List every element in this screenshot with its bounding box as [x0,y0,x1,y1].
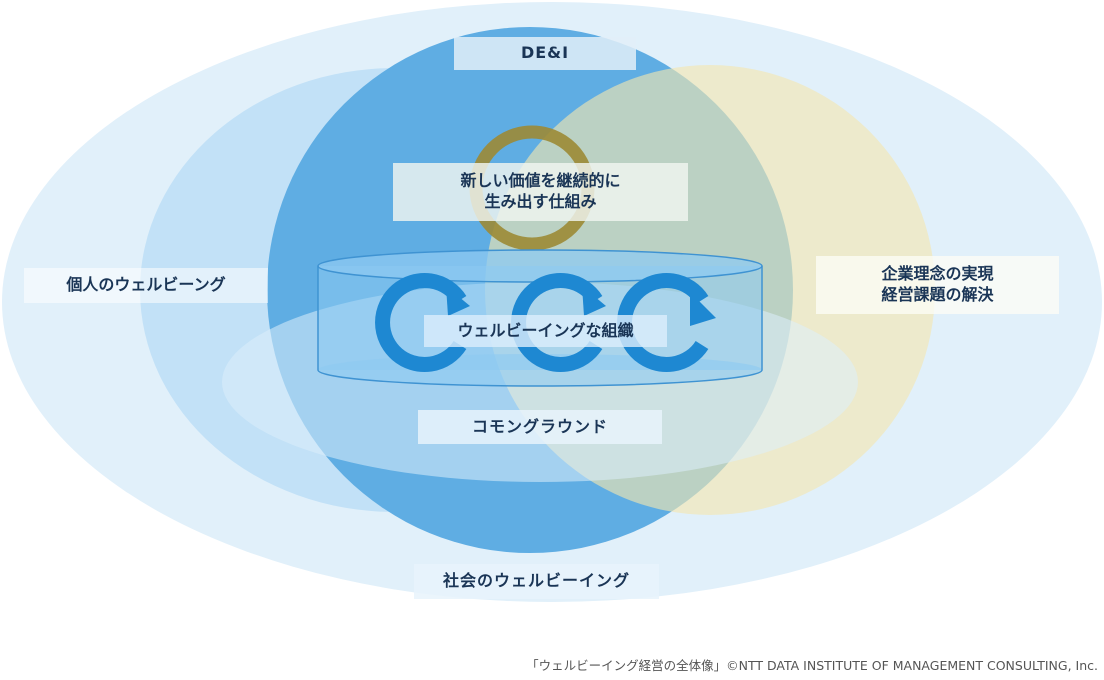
corporate-label-line1: 企業理念の実現 [881,264,994,284]
corporate-label: 企業理念の実現 経営課題の解決 [816,256,1059,314]
common-ground-label: コモングラウンド [418,410,662,444]
cycle-arrowhead-1 [446,286,470,316]
corporate-label-line2: 経営課題の解決 [881,285,994,304]
individual-label: 個人のウェルビーング [24,268,268,303]
cycle-arrowhead-2 [582,286,606,316]
cycle-arrow-1 [375,273,467,372]
mechanism-label-line2: 生み出す仕組み [484,192,597,211]
mechanism-label-line1: 新しい価値を継続的に [460,171,621,191]
cycle-arrowhead-3 [690,292,716,326]
organization-label: ウェルビーイングな組織 [424,315,667,347]
dei-label: DE&I [454,37,636,70]
society-label: 社会のウェルビーイング [414,564,659,599]
copyright-credit: 「ウェルビーイング経営の全体像」©NTT DATA INSTITUTE OF M… [526,658,1098,673]
mechanism-label: 新しい価値を継続的に 生み出す仕組み [393,163,688,221]
